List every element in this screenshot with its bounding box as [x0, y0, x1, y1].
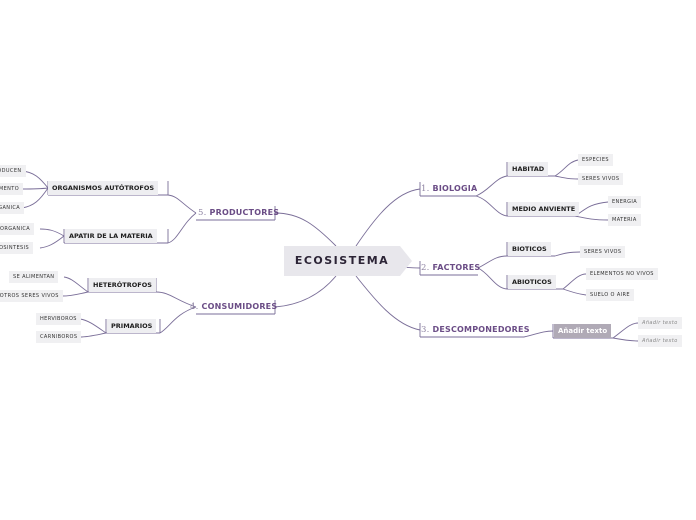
leaf-elementos-no-vivos[interactable]: ELEMENTOS NO VIVOS: [586, 268, 658, 280]
subtopic-anadir-texto[interactable]: Añadir texto: [554, 324, 612, 338]
leaf-de-otros-seres-vivos[interactable]: DE OTROS SERES VIVOS: [0, 290, 63, 302]
branch-label: FACTORES: [432, 263, 481, 272]
leaf-organica[interactable]: ORGANICA: [0, 202, 25, 214]
branch-productores[interactable]: 5.PRODUCTORES: [198, 206, 279, 220]
branch-number: 3.: [421, 325, 430, 335]
central-topic-shape: [284, 246, 412, 276]
branch-biologia[interactable]: 1.BIOLOGIA: [421, 182, 477, 196]
branch-number: 1.: [421, 184, 430, 194]
branch-descomponedores[interactable]: 3.DESCOMPONEDORES: [421, 323, 530, 337]
subtopic-bioticos[interactable]: BIOTICOS: [508, 242, 551, 256]
subtopic-apatir-materia[interactable]: APATIR DE LA MATERIA: [65, 229, 157, 243]
branch-factores[interactable]: 2.FACTORES: [421, 261, 480, 275]
branch-number: 4.: [190, 302, 199, 312]
leaf-se-alimentan[interactable]: SE ALIMENTAN: [9, 271, 59, 283]
branch-consumidores[interactable]: 4.CONSUMIDORES: [190, 300, 277, 314]
leaf-suelo-o-aire[interactable]: SUELO O AIRE: [586, 289, 634, 301]
subtopic-organismos-autotrofos[interactable]: ORGANISMOS AUTÓTROFOS: [48, 181, 159, 195]
central-topic[interactable]: ECOSISTEMA: [284, 246, 412, 276]
branch-label: CONSUMIDORES: [201, 302, 278, 311]
leaf-producen[interactable]: PRODUCEN: [0, 165, 26, 177]
leaf-fotosintesis[interactable]: FOTOSINTESIS: [0, 242, 34, 254]
branch-label: PRODUCTORES: [209, 208, 280, 217]
subtopic-medio-anviente[interactable]: MEDIO ANVIENTE: [508, 202, 580, 216]
leaf-especies[interactable]: ESPECIES: [578, 154, 614, 166]
leaf-anadir-texto[interactable]: Añadir texto: [638, 317, 682, 329]
branch-number: 5.: [198, 208, 207, 218]
subtopic-heterotrofos[interactable]: HETERÓTROFOS: [89, 278, 156, 292]
leaf-alimento[interactable]: ALIMENTO: [0, 183, 24, 195]
branch-label: BIOLOGIA: [432, 184, 478, 193]
subtopic-primarios[interactable]: PRIMARIOS: [107, 319, 157, 333]
leaf-herviboros[interactable]: HERVIBOROS: [36, 313, 81, 325]
branch-number: 2.: [421, 263, 430, 273]
leaf-carniboros[interactable]: CARNIBOROS: [36, 331, 82, 343]
subtopic-abioticos[interactable]: ABIOTICOS: [508, 275, 556, 289]
central-topic-label: ECOSISTEMA: [294, 254, 390, 267]
leaf-materia[interactable]: MATERIA: [608, 214, 641, 226]
leaf-seres-vivos[interactable]: SERES VIVOS: [578, 173, 624, 185]
leaf-anadir-texto-2[interactable]: Añadir texto: [638, 335, 682, 347]
branch-label: DESCOMPONEDORES: [432, 325, 530, 334]
leaf-energia[interactable]: ENERGIA: [608, 196, 642, 208]
subtopic-habitat[interactable]: HABITAD: [508, 162, 549, 176]
leaf-inorganica[interactable]: INORGANICA: [0, 223, 35, 235]
leaf-seres-vivos-2[interactable]: SERES VIVOS: [580, 246, 626, 258]
